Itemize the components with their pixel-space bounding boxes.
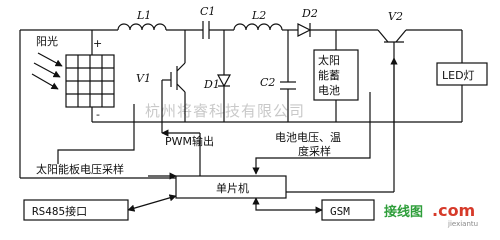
mcu-box [175,175,287,199]
inductor-l1 [117,23,203,31]
transistor-v1 [161,30,186,133]
transistor-v2-label: V2 [388,10,403,23]
gsm-link [252,197,323,214]
solar-panel [65,54,115,122]
panel-sampling-label: 太阳能板电压采样 [36,162,124,176]
battery-label-line2: 能蓄 [318,68,340,82]
gsm-box [321,199,375,221]
capacitor-c1-label: C1 [200,5,215,18]
transistor-v1-label: V1 [136,72,151,85]
gsm-label: GSM [330,205,350,218]
battery-sampling-label-1: 电池电压、温 [275,131,341,144]
diode-d2-label: D2 [301,7,318,20]
sunlight-rays [31,52,63,90]
battery [313,30,359,122]
battery-sampling-wire [252,92,371,175]
panel-plus: + [93,37,102,50]
battery-sampling-label-2: 度采样 [298,144,331,158]
panel-minus: - [96,108,100,121]
rs485-label: RS485接口 [32,205,87,218]
logo-com: .com [432,201,475,220]
capacitor-c2-label: C2 [260,76,275,89]
pwm-label: PWM输出 [165,134,214,148]
capacitor-c1 [202,21,234,39]
battery-label-line3: 电池 [318,84,340,97]
panel-sampling-wire [57,104,135,164]
top-rail [19,29,176,179]
diode-d2 [297,23,378,37]
battery-label-line1: 太阳 [318,54,340,67]
sunlight-label: 阳光 [36,34,58,48]
circuit-diagram: 杭州将睿科技有限公司 L1 C1 L2 D2 V2 [19,5,488,228]
logo-cn: 接线图 [384,204,423,220]
inductor-l2 [233,23,298,31]
inductor-l2-label: L2 [251,9,266,22]
inductor-l1-label: L1 [136,9,151,22]
watermark-text: 杭州将睿科技有限公司 [145,102,305,120]
capacitor-c2 [280,30,296,122]
rs485-link [127,194,177,212]
mcu-label: 单片机 [216,181,249,195]
transistor-v2 [377,29,462,192]
diode-d1-label: D1 [203,78,220,91]
diode-d1 [216,30,232,122]
logo-sub: jiexiantu [447,220,478,228]
led-load-label: LED灯 [442,69,475,82]
